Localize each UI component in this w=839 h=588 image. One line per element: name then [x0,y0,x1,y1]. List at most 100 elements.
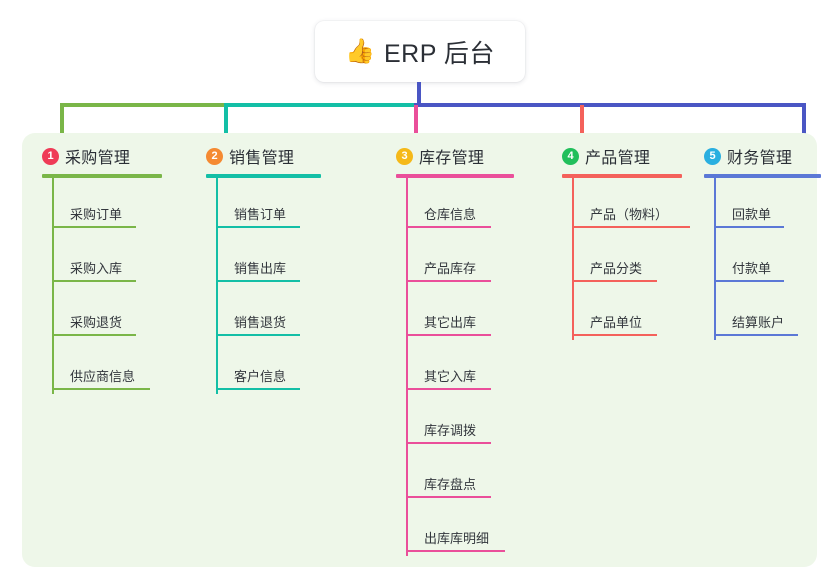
branch-title: 采购管理 [65,150,131,167]
connector-bus-teal [224,103,416,107]
connector-drop-5 [802,105,806,143]
branch-item-underline [406,334,491,336]
branch-item[interactable]: 供应商信息 [42,340,162,394]
branch-item-underline [216,226,300,228]
branch-item[interactable]: 采购退货 [42,286,162,340]
branch-item-underline [714,226,784,228]
branch-underline [396,174,514,178]
branch-item-label: 产品库存 [424,261,477,276]
connector-bus-green [60,103,226,107]
branch-item[interactable]: 产品库存 [396,232,514,286]
connector-bus-blue [414,103,806,107]
branch-column-2: 2 销售管理销售订单销售出库销售退货客户信息 [206,145,321,394]
branch-item-list: 销售订单销售出库销售退货客户信息 [206,178,321,394]
branch-item[interactable]: 回款单 [704,178,821,232]
branch-item-underline [216,334,300,336]
branch-title: 产品管理 [585,150,651,167]
branch-item-label: 库存盘点 [424,477,477,492]
branch-item-list: 仓库信息产品库存其它出库其它入库库存调拨库存盘点出库库明细 [396,178,514,556]
branch-item-underline [52,334,136,336]
branch-number-badge: 4 [562,147,579,165]
branch-spine [216,178,218,394]
branch-item[interactable]: 客户信息 [206,340,321,394]
branch-item-underline [572,334,657,336]
branch-item[interactable]: 产品单位 [562,286,682,340]
branch-number-badge: 3 [396,147,413,165]
branch-spine [572,178,574,340]
root-node-card[interactable]: 👍 ERP 后台 [315,21,525,82]
branch-item-label: 客户信息 [234,369,287,384]
branch-item-list: 回款单付款单结算账户 [704,178,821,340]
branch-item[interactable]: 仓库信息 [396,178,514,232]
branch-item[interactable]: 其它入库 [396,340,514,394]
branch-item-label: 产品（物料） [590,207,669,222]
branch-item[interactable]: 库存调拨 [396,394,514,448]
branch-title: 财务管理 [727,150,793,167]
thumbs-up-icon: 👍 [345,37,375,65]
branch-number-badge: 1 [42,147,59,165]
branch-column-1: 1 采购管理采购订单采购入库采购退货供应商信息 [42,145,162,394]
branch-number-badge: 5 [704,147,721,165]
branch-item[interactable]: 销售订单 [206,178,321,232]
branch-item[interactable]: 销售出库 [206,232,321,286]
branch-item-underline [572,280,657,282]
branch-item[interactable]: 采购入库 [42,232,162,286]
branch-column-5: 5 财务管理回款单付款单结算账户 [704,145,821,340]
branch-header[interactable]: 1 采购管理 [42,145,162,167]
branch-column-3: 3 库存管理仓库信息产品库存其它出库其它入库库存调拨库存盘点出库库明细 [396,145,514,556]
branch-number-badge: 2 [206,147,223,165]
branch-item[interactable]: 结算账户 [704,286,821,340]
branch-item-underline [406,496,491,498]
branch-item-underline [406,388,491,390]
branch-item[interactable]: 采购订单 [42,178,162,232]
branch-underline [704,174,821,178]
branch-item-label: 回款单 [732,207,772,222]
branch-item[interactable]: 库存盘点 [396,448,514,502]
branch-underline [42,174,162,178]
branch-column-4: 4 产品管理产品（物料） 产品分类产品单位 [562,145,690,340]
branch-item[interactable]: 付款单 [704,232,821,286]
branch-item-label: 采购退货 [70,315,123,330]
branch-header[interactable]: 2 销售管理 [206,145,321,167]
branch-item[interactable]: 销售退货 [206,286,321,340]
branch-item-label: 产品单位 [590,315,643,330]
branch-item-underline [406,442,491,444]
branch-item-label: 供应商信息 [70,369,136,384]
branch-item-label: 结算账户 [732,315,785,330]
branch-spine [52,178,54,394]
root-node-title: ERP 后台 [383,39,495,68]
branch-item-label: 销售出库 [234,261,287,276]
branch-title: 销售管理 [229,150,295,167]
branch-item-label: 付款单 [732,261,772,276]
branch-item-underline [406,226,491,228]
branch-title: 库存管理 [419,150,485,167]
branch-item-underline [572,226,690,228]
branch-item-underline [216,388,300,390]
branch-spine [714,178,716,340]
branch-item-label: 库存调拨 [424,423,477,438]
branch-item-underline [406,280,491,282]
connector-root-stem [417,82,421,106]
branch-item-label: 采购订单 [70,207,123,222]
branch-item-list: 采购订单采购入库采购退货供应商信息 [42,178,162,394]
branch-item-underline [52,280,136,282]
branch-item-list: 产品（物料） 产品分类产品单位 [562,178,690,340]
branch-item-underline [714,280,784,282]
branch-item-label: 出库库明细 [424,531,490,546]
branch-item[interactable]: 产品分类 [562,232,682,286]
branch-item[interactable]: 产品（物料） [562,178,690,232]
connector-drop-1 [60,105,64,143]
branch-spine [406,178,408,556]
branch-header[interactable]: 3 库存管理 [396,145,514,167]
branch-header[interactable]: 5 财务管理 [704,145,821,167]
branch-item[interactable]: 其它出库 [396,286,514,340]
branch-item-label: 采购入库 [70,261,123,276]
branch-item[interactable]: 出库库明细 [396,502,514,556]
branch-header[interactable]: 4 产品管理 [562,145,682,167]
branch-item-underline [216,280,300,282]
branch-item-underline [52,226,136,228]
branch-item-underline [406,550,505,552]
root-node-content: 👍 ERP 后台 [345,34,495,70]
branch-item-underline [52,388,150,390]
